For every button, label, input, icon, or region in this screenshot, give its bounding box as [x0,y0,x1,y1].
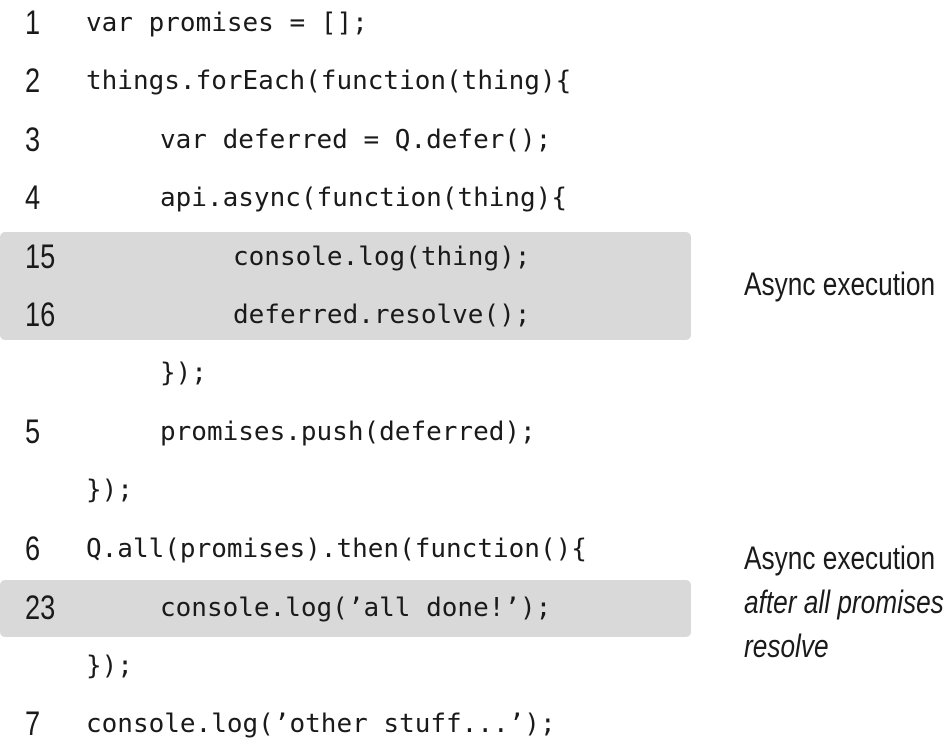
code-line: }); [0,345,700,401]
code-text: console.log(’all done!’); [160,593,552,623]
annotation-text-italic: after all promises [744,584,944,620]
line-number: 7 [25,705,41,743]
code-line: 5 promises.push(deferred); [0,404,700,460]
code-line: 7 console.log(’other stuff...’); [0,696,700,752]
annotation-async-after-promises: Async execution after all promises resol… [744,536,944,668]
async-highlight-2 [0,580,691,637]
code-line: }); [0,462,700,518]
code-text: var deferred = Q.defer(); [160,125,552,155]
code-text: console.log(’other stuff...’); [86,709,556,739]
line-number: 15 [25,238,56,276]
annotation-text: Async execution [744,540,936,576]
code-text: things.forEach(function(thing){ [86,66,572,96]
line-number: 5 [25,413,41,451]
code-line: 15 console.log(thing); [0,229,700,285]
code-text: console.log(thing); [233,242,531,272]
code-text: Q.all(promises).then(function(){ [86,534,587,564]
line-number: 1 [25,4,41,42]
code-line: 3 var deferred = Q.defer(); [0,112,700,168]
line-number: 3 [25,121,41,159]
async-highlight-1 [0,232,691,340]
line-number: 16 [25,296,56,334]
code-text: promises.push(deferred); [160,417,536,447]
code-text: }); [86,651,133,681]
code-line: 23 console.log(’all done!’); [0,580,700,636]
line-number: 6 [25,530,41,568]
code-text: }); [160,358,207,388]
line-number: 23 [25,589,56,627]
code-line: 4 api.async(function(thing){ [0,170,700,226]
code-text: deferred.resolve(); [233,300,531,330]
code-line: 16 deferred.resolve(); [0,287,700,343]
code-text: var promises = []; [86,8,368,38]
code-line: 1 var promises = []; [0,0,700,51]
code-text: }); [86,475,133,505]
code-line: }); [0,638,700,694]
code-line: 2 things.forEach(function(thing){ [0,53,700,109]
annotation-async-execution: Async execution [744,262,935,306]
code-line: 6 Q.all(promises).then(function(){ [0,521,700,577]
code-text: api.async(function(thing){ [160,183,567,213]
line-number: 2 [25,62,41,100]
annotation-text: Async execution [744,266,936,302]
annotation-text-italic: resolve [744,628,829,664]
line-number: 4 [25,179,41,217]
